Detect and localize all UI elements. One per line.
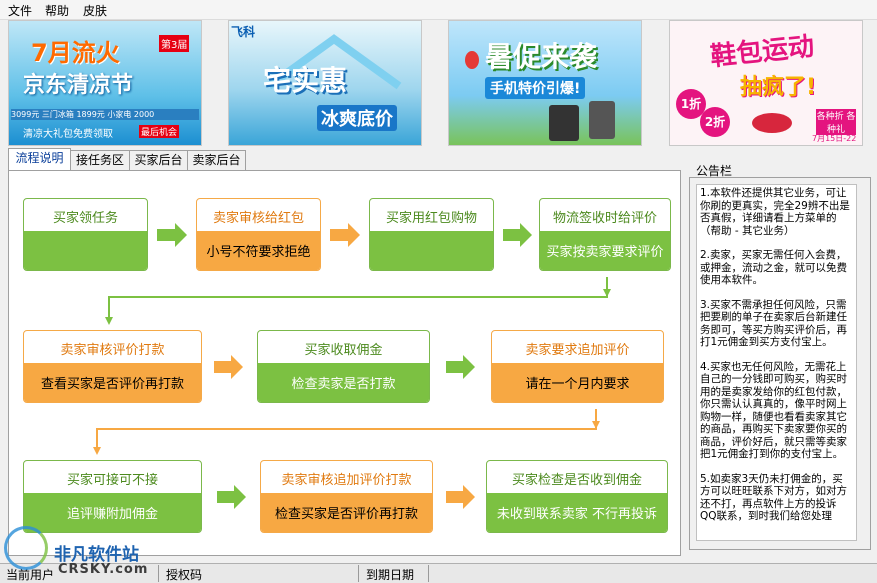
- banner-footer-tag: 最后机会: [139, 125, 180, 138]
- watermark-cn: 非凡软件站: [54, 545, 139, 565]
- step-title: 买家用红包购物: [385, 210, 477, 226]
- status-bar: 当前用户 授权码 到期日期: [0, 563, 877, 583]
- step-detail: 小号不符要求拒绝: [197, 231, 320, 270]
- status-current-user: 当前用户: [6, 568, 55, 582]
- status-auth-code: 授权码: [166, 568, 203, 582]
- connector-line: [96, 409, 597, 449]
- balloon-icon: [465, 51, 479, 69]
- banner-footer: 清凉大礼包免费领取: [23, 129, 113, 140]
- logo-icon: [4, 526, 48, 570]
- arrow-right-icon: [503, 223, 532, 247]
- step-detail: [24, 231, 147, 270]
- step-detail: 买家按卖家要求评价: [540, 231, 670, 270]
- tab-process[interactable]: 流程说明: [8, 148, 71, 170]
- step-detail: 请在一个月内要求: [492, 363, 663, 402]
- house-shape: [266, 34, 402, 90]
- arrow-down-icon: [592, 421, 600, 429]
- menu-file[interactable]: 文件: [8, 4, 33, 18]
- status-divider: [428, 565, 429, 582]
- step-detail: 未收到联系卖家 不行再投诉: [487, 493, 667, 532]
- step-seller-review-redpacket: 卖家审核给红包 小号不符要求拒绝: [196, 198, 321, 271]
- step-title: 卖家审核给红包: [212, 210, 304, 226]
- step-seller-review-append-pay: 卖家审核追加评价打款 检查买家是否评价再打款: [260, 460, 433, 533]
- banner-tag-2: 2折: [700, 107, 730, 137]
- step-buyer-check-commission: 买家检查是否收到佣金 未收到联系卖家 不行再投诉: [486, 460, 668, 533]
- notice-text-area[interactable]: 1.本软件还提供其它业务，可让你刷的更真实，完全29辨不出是否真假，详细请看上方…: [696, 184, 857, 541]
- arrow-down-icon: [105, 317, 113, 325]
- banner-subtitle: 冰爽底价: [317, 105, 397, 131]
- notice-paragraph: 5.如卖家3天仍未打佣金的，买方可以旺旺联系下对方，如对方还不打，再点软件上方的…: [700, 472, 847, 523]
- banner-corner: 飞科: [231, 25, 256, 39]
- arrow-down-icon: [603, 289, 611, 297]
- step-title: 卖家要求追加评价: [525, 342, 630, 358]
- step-title: 物流签收时给评价: [552, 210, 657, 226]
- banner-prices: 3099元 三门冰箱 1899元 小家电 2000: [11, 109, 199, 120]
- connector-line: [108, 277, 608, 319]
- step-buyer-optional: 买家可接可不接 追评赚附加佣金: [23, 460, 202, 533]
- tab-seller-backend[interactable]: 卖家后台: [187, 150, 246, 170]
- arrow-right-icon: [446, 485, 475, 509]
- banner-title: 鞋包运动: [708, 31, 816, 73]
- notice-label: 公告栏: [696, 164, 733, 178]
- ad-banner-flyco[interactable]: 飞科 宅实惠 冰爽底价: [228, 20, 422, 146]
- banner-side: 各种折 各种礼: [816, 109, 856, 135]
- status-expiry-date: 到期日期: [366, 568, 415, 582]
- step-detail: 检查买家是否评价再打款: [261, 493, 432, 532]
- tab-task-area[interactable]: 接任务区: [70, 150, 130, 170]
- step-title: 卖家审核评价打款: [60, 342, 165, 358]
- ad-banner-phone[interactable]: 暑促来袭 手机特价引爆!: [448, 20, 642, 146]
- arrow-right-icon: [217, 485, 246, 509]
- watermark-en: CRSKY.com: [58, 562, 149, 577]
- banner-subtitle: 手机特价引爆!: [485, 77, 586, 99]
- status-divider: [158, 565, 159, 582]
- step-seller-review-pay: 卖家审核评价打款 查看买家是否评价再打款: [23, 330, 202, 403]
- step-title: 买家收取佣金: [304, 342, 383, 358]
- arrow-right-icon: [214, 355, 243, 379]
- menu-skin[interactable]: 皮肤: [83, 4, 108, 18]
- notice-paragraph: 2.卖家，买家无需任何入会费，或押金，流动之金，就可以免费使用本软件。: [700, 249, 847, 286]
- banner-subtitle: 抽疯了!: [740, 75, 817, 100]
- banner-title: 宅实惠: [263, 64, 348, 97]
- menu-help[interactable]: 帮助: [45, 4, 70, 18]
- tab-buyer-backend[interactable]: 买家后台: [129, 150, 188, 170]
- arrow-right-icon: [157, 223, 187, 247]
- notice-board: 1.本软件还提供其它业务，可让你刷的更真实，完全29辨不出是否真假，详细请看上方…: [689, 177, 871, 550]
- ad-banner-shoes[interactable]: 鞋包运动 抽疯了! 1折 2折 各种折 各种礼 7月15日-22: [669, 20, 863, 146]
- step-buyer-purchase: 买家用红包购物: [369, 198, 494, 271]
- banner-badge: 第3届: [159, 35, 190, 52]
- step-detail: 检查卖家是否打款: [258, 363, 429, 402]
- step-detail: 查看买家是否评价再打款: [24, 363, 201, 402]
- notice-paragraph: 4.买家也无任何风险，无需花上自己的一分钱即可购买，购买时用的是卖家发给你的红包…: [700, 360, 847, 461]
- process-panel: 买家领任务 卖家审核给红包 小号不符要求拒绝 买家用红包购物 物流签收时给评价 …: [8, 170, 681, 556]
- menu-bar: 文件 帮助 皮肤: [0, 0, 877, 20]
- step-seller-request-append: 卖家要求追加评价 请在一个月内要求: [491, 330, 664, 403]
- notice-paragraph: 1.本软件还提供其它业务，可让你刷的更真实，完全29辨不出是否真假，详细请看上方…: [700, 187, 850, 237]
- ad-banner-jd[interactable]: 7月流火 第3届 京东清凉节 3099元 三门冰箱 1899元 小家电 2000…: [8, 20, 202, 146]
- phone-icon: [589, 101, 615, 139]
- step-logistics-review: 物流签收时给评价 买家按卖家要求评价: [539, 198, 671, 271]
- step-title: 买家领任务: [52, 210, 118, 226]
- step-detail: 追评赚附加佣金: [24, 493, 201, 532]
- step-detail: [370, 231, 493, 270]
- step-title: 买家检查是否收到佣金: [511, 472, 642, 488]
- arrow-right-icon: [330, 223, 360, 247]
- banner-title: 7月流火: [31, 39, 120, 67]
- lips-icon: [752, 113, 792, 133]
- phone-icon: [549, 105, 579, 141]
- step-title: 买家可接可不接: [66, 472, 158, 488]
- watermark-logo: 非凡软件站 CRSKY.com: [4, 522, 154, 582]
- arrow-right-icon: [446, 355, 475, 379]
- banner-title: 暑促来袭: [485, 40, 598, 73]
- arrow-down-icon: [93, 447, 101, 455]
- step-title: 卖家审核追加评价打款: [281, 472, 412, 488]
- banner-subtitle: 京东清凉节: [23, 73, 134, 98]
- flow-connectors: [93, 223, 611, 509]
- banner-date: 7月15日-22: [812, 134, 857, 143]
- step-buyer-take-task: 买家领任务: [23, 198, 148, 271]
- notice-paragraph: 3.买家不需承担任何风险，只需把要刷的单子在卖家后台新建任务即可，等买方购买评价…: [700, 298, 847, 349]
- status-divider: [358, 565, 359, 582]
- step-buyer-collect-commission: 买家收取佣金 检查卖家是否打款: [257, 330, 430, 403]
